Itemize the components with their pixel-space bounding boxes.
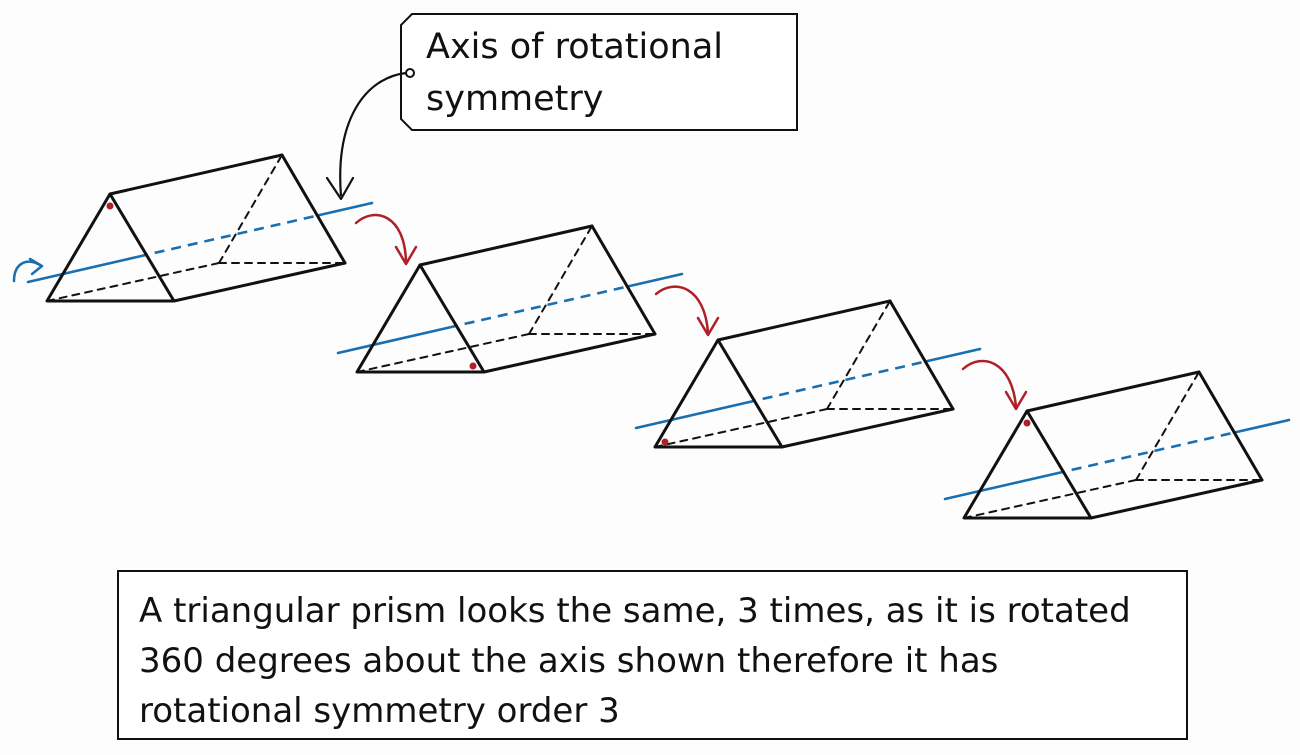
callout-line-1: Axis of rotational xyxy=(426,27,723,67)
rotation-step-arrow-3 xyxy=(961,359,1028,411)
prism-top-edge xyxy=(418,224,594,267)
vertex-marker-dot xyxy=(106,202,114,210)
symmetry-axis-visible xyxy=(625,272,684,288)
prism-hidden-edge xyxy=(963,479,1137,519)
symmetry-axis-visible xyxy=(336,326,450,355)
symmetry-axis-visible xyxy=(1232,418,1291,434)
callout-pin-icon xyxy=(405,68,415,78)
prism-bottom-edge xyxy=(1089,478,1264,520)
start-rotation-arrowhead xyxy=(28,257,44,276)
vertex-marker-dot xyxy=(469,362,477,370)
prism-bottom-edge xyxy=(172,261,347,303)
prism-top-edge xyxy=(108,153,284,196)
prism-hidden-edge xyxy=(654,408,828,448)
start-rotation-arrow xyxy=(12,257,44,283)
callout-pointer-arrowhead xyxy=(325,176,355,201)
prism-back-edge xyxy=(280,153,347,265)
symmetry-axis-hidden xyxy=(745,360,926,404)
rotation-step-arrow-2 xyxy=(654,285,720,337)
caption-text: A triangular prism looks the same, 3 tim… xyxy=(139,591,1131,731)
prism-top-edge xyxy=(716,299,892,342)
symmetry-axis-visible xyxy=(923,347,982,363)
vertex-marker-dot xyxy=(661,438,669,446)
triangular-prism-2 xyxy=(336,224,684,374)
triangular-prism-1 xyxy=(26,153,374,303)
prism-hidden-edge xyxy=(1135,371,1200,481)
prism-hidden-edge xyxy=(218,154,283,264)
rotation-step-arrow-1 xyxy=(354,213,418,266)
callout-pointer-arrow xyxy=(339,71,407,197)
triangular-prism-3 xyxy=(634,299,982,449)
symmetry-axis-visible xyxy=(26,255,140,284)
prism-back-edge xyxy=(590,224,657,336)
prism-top-edge xyxy=(1025,370,1201,413)
triangular-prism-4 xyxy=(943,370,1291,520)
axis-callout: Axis of rotational symmetry xyxy=(325,13,798,201)
prism-front-face xyxy=(962,409,1093,520)
vertex-marker-dot xyxy=(1023,419,1031,427)
prism-bottom-edge xyxy=(780,407,955,449)
prism-hidden-edge xyxy=(46,262,220,302)
callout-line-2: symmetry xyxy=(426,79,604,119)
prism-back-edge xyxy=(888,299,955,411)
caption-box: A triangular prism looks the same, 3 tim… xyxy=(117,570,1188,740)
prism-front-face xyxy=(355,263,486,374)
symmetry-axis-visible xyxy=(315,201,374,217)
prism-back-edge xyxy=(1197,370,1264,482)
prism-front-face xyxy=(653,338,784,449)
prism-bottom-edge xyxy=(482,332,657,374)
symmetry-axis-hidden xyxy=(447,285,628,329)
symmetry-axis-visible xyxy=(634,401,748,430)
prism-hidden-edge xyxy=(356,333,530,373)
prism-hidden-edge xyxy=(826,300,891,410)
prism-front-face xyxy=(45,192,176,303)
prism-hidden-edge xyxy=(528,225,593,335)
symmetry-axis-hidden xyxy=(1054,431,1235,475)
symmetry-axis-hidden xyxy=(137,214,318,258)
callout-box xyxy=(400,13,798,131)
prisms-layer xyxy=(26,153,1291,520)
symmetry-axis-visible xyxy=(943,472,1057,501)
